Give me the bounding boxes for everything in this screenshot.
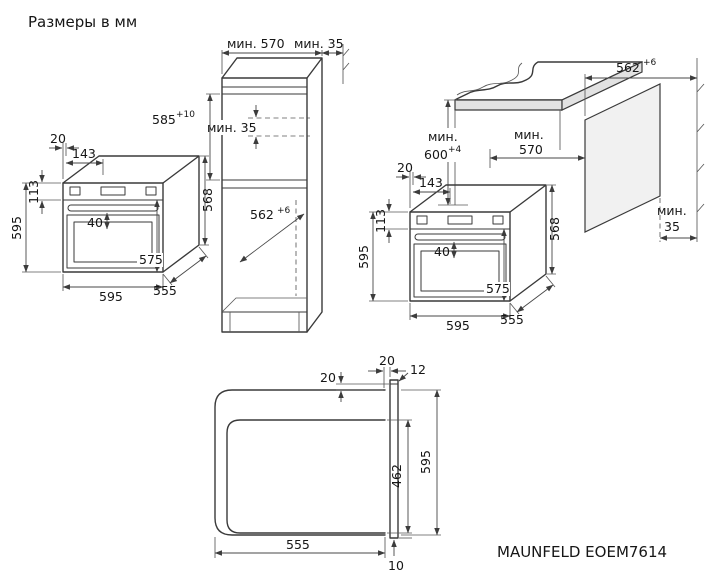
undercounter-view: 562 +6 мин. 600 +4 мин. 570 мин. 35 [356, 58, 705, 333]
dim-label-inner-height: 462 [389, 464, 404, 488]
dim-label-niche-height: 585 [152, 112, 176, 127]
oven-front-left [9, 131, 215, 304]
dim-worktop-depth: 562 +6 [584, 58, 698, 116]
oven-door-profile [389, 379, 399, 539]
dim-label-uc-niche-depth: 570 [519, 142, 543, 157]
dim-label-min-prefix-2: мин. [514, 127, 544, 142]
dim-undercounter-niche-depth: мин. 570 [489, 127, 586, 168]
dim-label-worktop-depth-tol: +6 [643, 58, 657, 68]
oven-front-right [356, 160, 562, 333]
dim-label-top-gap: 20 [320, 370, 336, 385]
model-label: MAUNFELD EOEM7614 [497, 543, 667, 561]
dim-label-niche-depth: 562 [250, 207, 274, 222]
dim-side-depth: 555 [214, 537, 386, 558]
dim-label-niche-depth-tol: +6 [277, 206, 291, 216]
dim-label-min-prefix-1: мин. [428, 129, 458, 144]
wall-line [696, 58, 705, 242]
cabinet-profile [214, 379, 399, 539]
dim-side-frame-overlap: 12 [398, 362, 426, 382]
dim-side-inner-height: 462 [387, 419, 412, 534]
dim-label-column-min-depth: мин. 570 [227, 36, 285, 51]
dim-label-vent-gap: мин. 35 [207, 120, 257, 135]
dim-side-front-gap: 20 [368, 353, 406, 388]
dim-label-front-gap: 20 [379, 353, 395, 368]
dim-label-frame-overlap: 12 [410, 362, 426, 377]
dim-label-uc-niche-height: 600 [424, 147, 448, 162]
break-line [456, 62, 523, 96]
page-title: Размеры в мм [28, 13, 137, 31]
dim-side-bottom-gap: 10 [388, 537, 412, 573]
column-cabinet-view: мин. 35 585 +10 562 +6 мин. 570 мин. 35 [152, 36, 350, 333]
dim-column-top: мин. 570 мин. 35 [221, 36, 350, 84]
dim-label-rear-gap: 35 [664, 219, 680, 234]
dim-label-side-depth: 555 [286, 537, 310, 552]
cabinet-side-panel [584, 83, 661, 233]
dim-label-column-wall-gap: мин. 35 [294, 36, 344, 51]
worktop [454, 61, 643, 111]
dim-side-height: 595 [401, 389, 441, 536]
dim-column-niche-height: 585 +10 [152, 93, 220, 181]
dim-label-bottom-gap: 10 [388, 558, 404, 573]
dim-label-min-prefix-3: мин. [657, 203, 687, 218]
dim-column-vent-gap: мин. 35 [205, 105, 310, 149]
dim-side-top-gap: 20 [320, 370, 389, 402]
dim-column-niche-depth: 562 +6 [239, 206, 305, 263]
dim-undercounter-niche-height: мин. 600 +4 [422, 99, 476, 206]
dim-undercounter-rear-gap: мин. 35 [657, 198, 698, 242]
column-outline [221, 57, 323, 333]
dim-label-uc-niche-height-tol: +4 [448, 145, 462, 155]
dim-label-niche-height-tol: +10 [176, 110, 195, 120]
dim-label-side-height: 595 [418, 450, 433, 474]
side-section-view: 20 20 12 595 462 555 [214, 353, 441, 573]
dim-label-worktop-depth: 562 [616, 60, 640, 75]
